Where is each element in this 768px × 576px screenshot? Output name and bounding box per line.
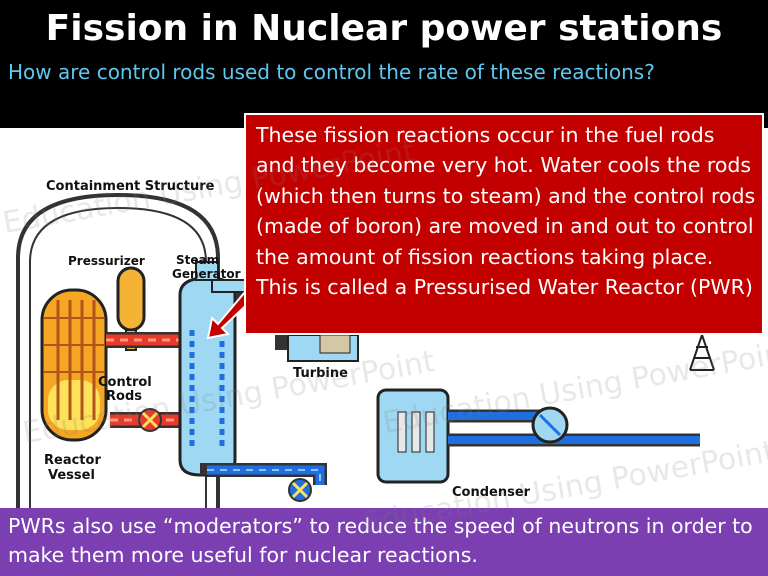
label-condenser: Condenser	[452, 485, 531, 500]
label-steam: Steam	[176, 253, 219, 267]
footer-text: PWRs also use “moderators” to reduce the…	[8, 514, 753, 567]
question-text: How are control rods used to control the…	[8, 60, 655, 84]
label-reactor: Reactor	[44, 453, 101, 468]
label-generator: Generator	[172, 267, 241, 281]
slide-title: Fission in Nuclear power stations	[45, 8, 723, 49]
label-turbine: Turbine	[293, 366, 348, 381]
footer-bar: PWRs also use “moderators” to reduce the…	[0, 508, 768, 576]
pressurizer	[116, 266, 146, 332]
label-rods: Rods	[106, 389, 142, 404]
label-pressurizer: Pressurizer	[68, 254, 145, 268]
header-bar: Fission in Nuclear power stations How ar…	[0, 0, 768, 128]
containment-structure	[16, 192, 220, 508]
transmission-tower	[689, 331, 715, 371]
label-containment: Containment Structure	[46, 179, 215, 194]
label-control: Control	[98, 375, 152, 390]
explanation-callout: These fission reactions occur in the fue…	[244, 113, 764, 335]
label-vessel: Vessel	[48, 468, 95, 483]
steam-generator	[178, 276, 237, 477]
